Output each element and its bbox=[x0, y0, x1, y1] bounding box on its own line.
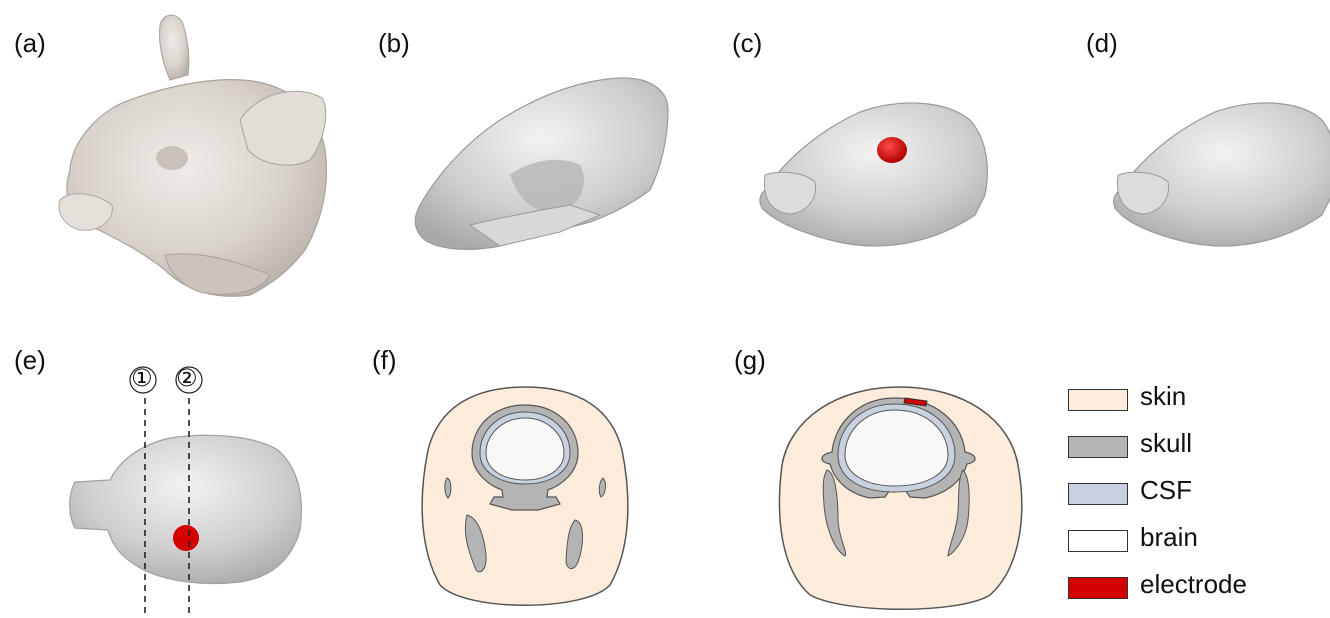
coronal-section-2 bbox=[779, 387, 1021, 609]
legend-swatch-skull bbox=[1068, 436, 1128, 458]
brain-model bbox=[1114, 103, 1330, 246]
electrode-disc-3d bbox=[877, 137, 907, 163]
legend-swatch-skin bbox=[1068, 389, 1128, 411]
legend-label-electrode: electrode bbox=[1140, 569, 1247, 600]
legend-label-skull: skull bbox=[1140, 428, 1192, 459]
brain-top-view bbox=[70, 367, 302, 615]
legend-swatch-brain bbox=[1068, 530, 1128, 552]
brain-with-electrode-model bbox=[760, 103, 987, 246]
legend-label-csf: CSF bbox=[1140, 475, 1192, 506]
coronal-section-1 bbox=[422, 387, 628, 605]
rat-head-model bbox=[59, 15, 326, 296]
legend-label-skin: skin bbox=[1140, 381, 1186, 412]
legend-swatch-csf bbox=[1068, 483, 1128, 505]
legend-swatch-electrode bbox=[1068, 577, 1128, 599]
electrode-marker bbox=[173, 525, 199, 551]
cut-marker-1-ring bbox=[130, 367, 156, 393]
rat-skull-model bbox=[415, 78, 668, 249]
cut-marker-2-ring bbox=[176, 367, 202, 393]
legend-label-brain: brain bbox=[1140, 522, 1198, 553]
